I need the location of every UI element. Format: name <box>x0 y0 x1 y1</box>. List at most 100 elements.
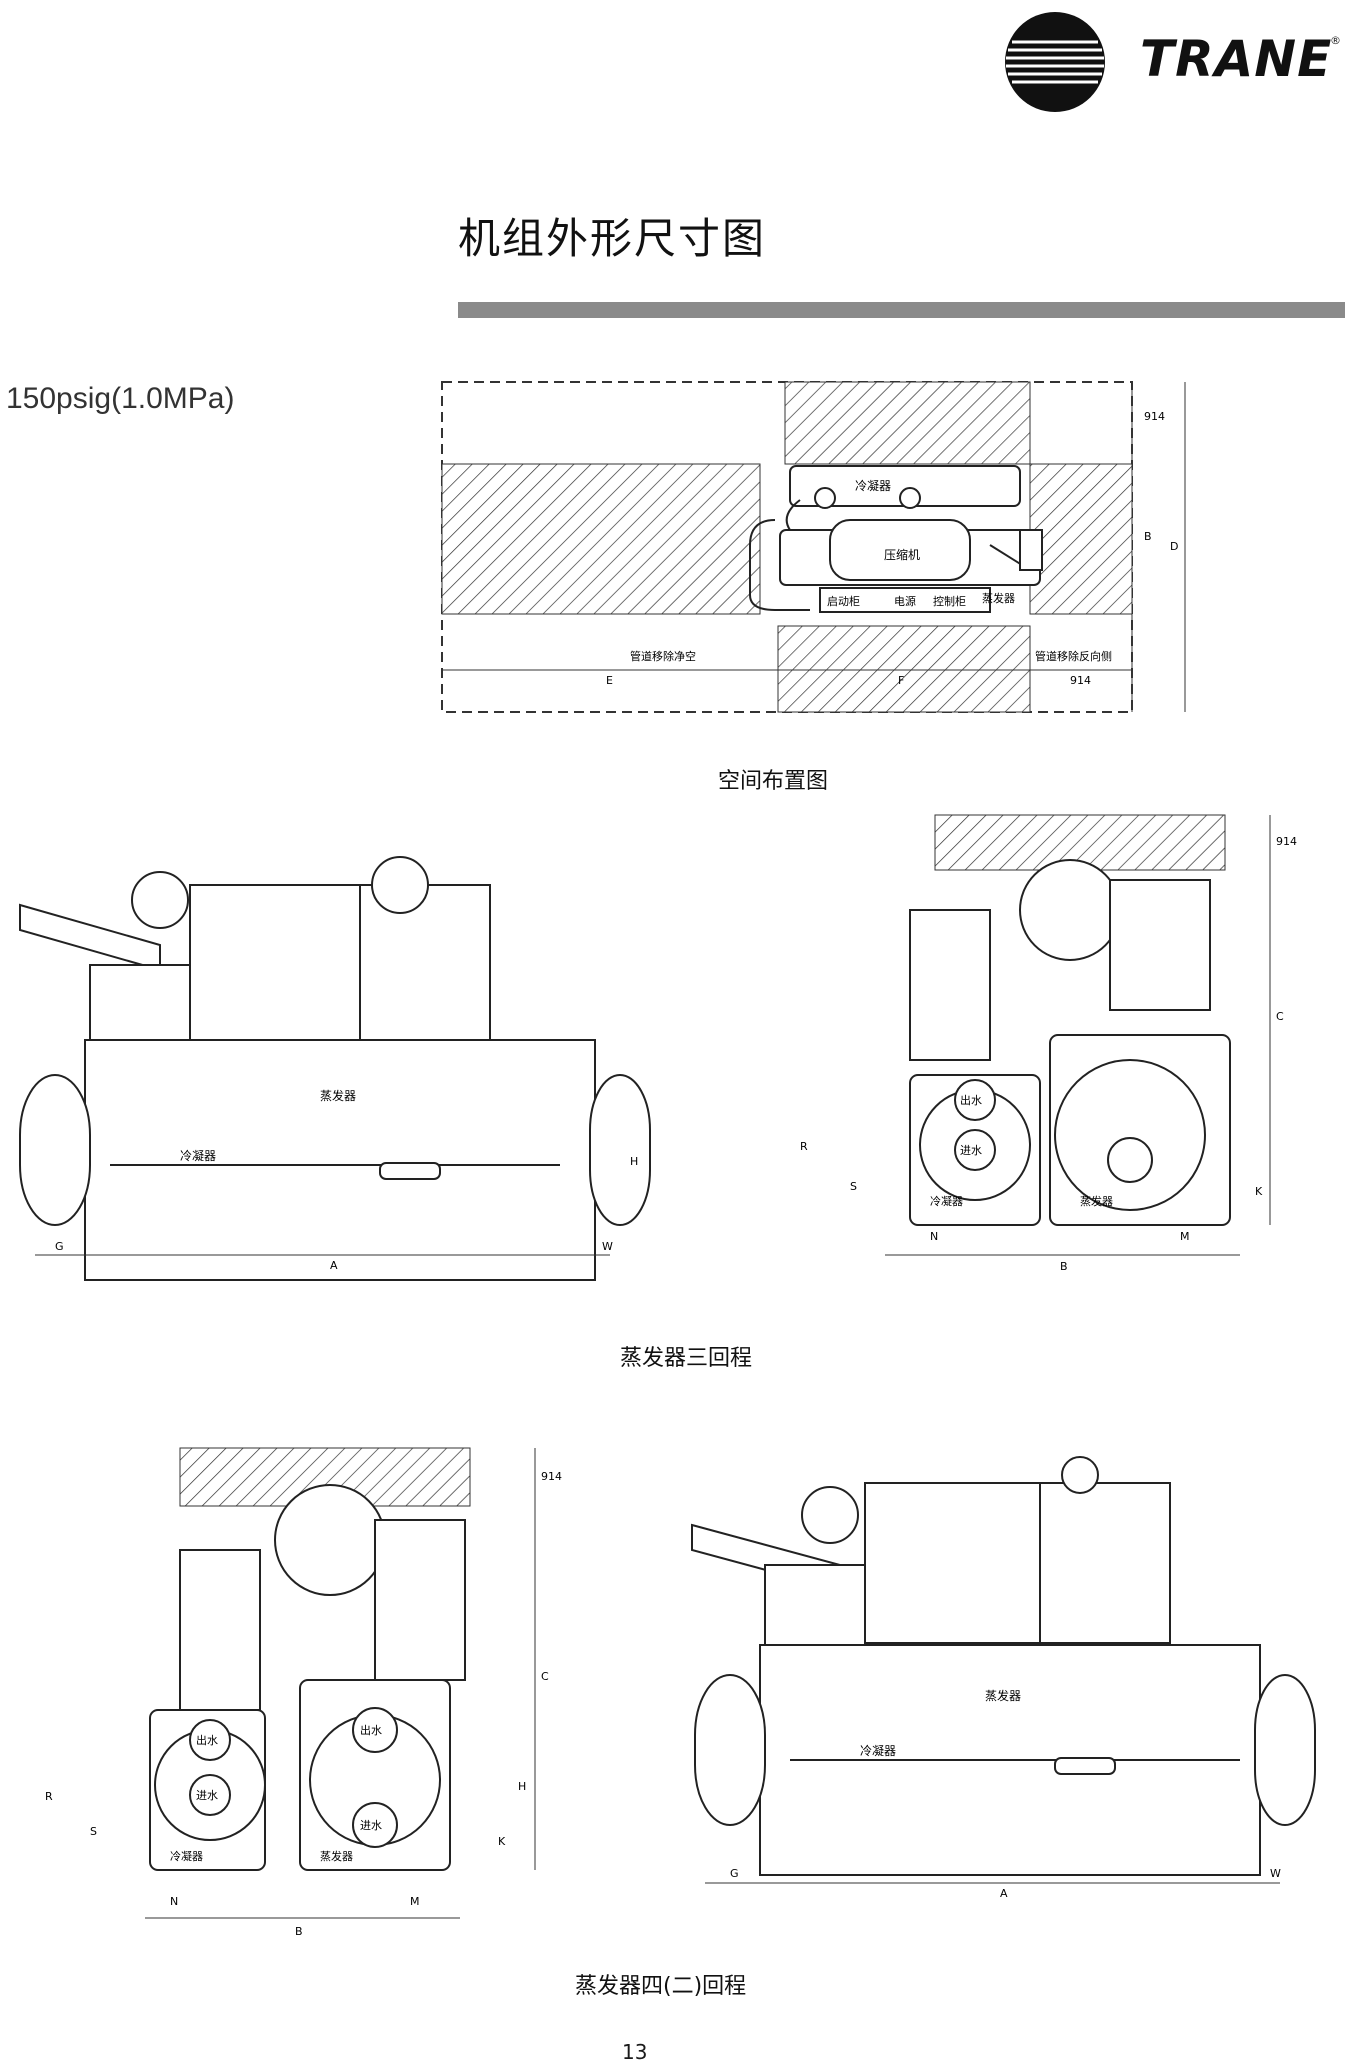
condenser-outlet-nozzle <box>954 1079 996 1121</box>
compressor-block <box>89 964 191 1046</box>
label-compressor: 压缩机 <box>884 547 920 562</box>
dim-b: B <box>1060 1260 1068 1273</box>
clear-zone-left <box>441 463 761 615</box>
label-cond-out: 出水 <box>196 1733 218 1747</box>
label-pipe-reverse: 管道移除反向侧 <box>1035 649 1112 663</box>
caption-four-pass: 蒸发器四(二)回程 <box>575 1974 747 1999</box>
dim-g: G <box>55 1240 64 1253</box>
clear-zone-right <box>1029 463 1133 615</box>
evaporator-outlet-nozzle <box>352 1707 398 1753</box>
dim-k: K <box>498 1835 506 1848</box>
dim-a: A <box>1000 1887 1008 1900</box>
label-condenser: 冷凝器 <box>855 478 891 493</box>
starter-cabinet <box>909 909 991 1061</box>
dim-s: S <box>90 1825 97 1838</box>
control-box <box>1109 879 1211 1011</box>
dim-914-top: 914 <box>1144 410 1165 423</box>
dim-e: E <box>606 674 613 687</box>
label-in-water: 进水 <box>960 1144 982 1157</box>
label-condenser: 冷凝器 <box>170 1849 203 1863</box>
dim-h: H <box>518 1780 526 1793</box>
dim-c: C <box>1276 1010 1284 1023</box>
left-water-box <box>694 1674 766 1826</box>
oil-tank <box>379 1162 441 1180</box>
compressor-block <box>764 1564 866 1646</box>
dim-g: G <box>730 1867 739 1880</box>
side-label-condenser: 冷凝器 <box>180 1148 216 1163</box>
dim-h: H <box>630 1155 638 1168</box>
motor-housing <box>131 871 189 929</box>
caption-three-pass: 蒸发器三回程 <box>620 1346 753 1371</box>
dim-r: R <box>800 1140 808 1153</box>
caption-space-layout: 空间布置图 <box>718 769 829 794</box>
space-layout-drawing: 冷凝器 压缩机 蒸发器 启动柜 电源 控制柜 管道移除净空 管道移除反向侧 E … <box>441 381 1186 713</box>
label-evaporator: 蒸发器 <box>982 591 1015 605</box>
label-out-water: 出水 <box>960 1093 982 1107</box>
dim-f: F <box>898 674 904 687</box>
motor-end <box>274 1484 386 1596</box>
three-pass-end-view: 出水 进水 冷凝器 蒸发器 R S K N M B C 914 <box>800 814 1297 1273</box>
volute-housing <box>371 856 429 914</box>
label-condenser: 冷凝器 <box>930 1194 963 1208</box>
right-water-box <box>1254 1674 1316 1826</box>
left-water-box <box>19 1074 91 1226</box>
label-starter: 启动柜 <box>827 595 860 608</box>
label-evaporator: 蒸发器 <box>320 1849 353 1863</box>
dim-m: M <box>1180 1230 1190 1243</box>
four-pass-side-view: 蒸发器 冷凝器 G A W <box>691 1456 1316 1900</box>
dim-b: B <box>295 1925 303 1938</box>
dim-w: W <box>1270 1867 1281 1880</box>
side-label-condenser: 冷凝器 <box>860 1743 896 1758</box>
dim-d: D <box>1170 540 1178 553</box>
side-label-evaporator: 蒸发器 <box>320 1088 356 1103</box>
label-evap-in: 进水 <box>360 1819 382 1832</box>
evaporator-shell <box>84 1039 596 1281</box>
dim-n: N <box>930 1230 938 1243</box>
dim-914: 914 <box>1276 835 1297 848</box>
control-panel <box>189 884 491 1041</box>
page-title: 机组外形尺寸图 <box>458 214 767 263</box>
clear-zone-bottom <box>777 625 1031 713</box>
dim-914: 914 <box>541 1470 562 1483</box>
evaporator-tubesheet <box>1054 1059 1206 1211</box>
starter-cabinet <box>179 1549 261 1711</box>
four-pass-end-view: 出水 进水 出水 进水 冷凝器 蒸发器 R S H K N M B C 914 <box>45 1447 562 1938</box>
control-box <box>374 1519 466 1681</box>
dim-m: M <box>410 1895 420 1908</box>
dim-n: N <box>170 1895 178 1908</box>
dim-914-bottom: 914 <box>1070 674 1091 687</box>
label-evap-out: 出水 <box>360 1723 382 1737</box>
label-cond-in: 进水 <box>196 1789 218 1802</box>
control-panel <box>864 1482 1171 1644</box>
dim-a: A <box>330 1259 338 1272</box>
brand-logo <box>1000 10 1340 115</box>
condenser-inlet-nozzle <box>954 1129 996 1171</box>
chiller-top-view <box>749 465 1043 613</box>
dim-s: S <box>850 1180 857 1193</box>
clear-zone-top <box>784 381 1031 465</box>
label-power: 电源 <box>894 594 916 608</box>
registered-mark: ® <box>1330 34 1341 47</box>
evaporator-nozzle <box>1107 1137 1153 1183</box>
label-control: 控制柜 <box>933 594 966 608</box>
motor-housing <box>801 1486 859 1544</box>
condenser-outlet-nozzle <box>189 1719 231 1761</box>
pressure-rating: 150psig(1.0MPa) <box>6 382 235 415</box>
condenser-inlet-nozzle <box>189 1774 231 1816</box>
volute-housing <box>1061 1456 1099 1494</box>
right-water-box <box>589 1074 651 1226</box>
dim-w: W <box>602 1240 613 1253</box>
label-evaporator: 蒸发器 <box>1080 1194 1113 1208</box>
dim-k: K <box>1255 1185 1263 1198</box>
evaporator-inlet-nozzle <box>352 1802 398 1848</box>
title-divider-bar <box>458 302 1345 318</box>
dim-r: R <box>45 1790 53 1803</box>
trane-globe-logo-icon <box>1005 12 1105 112</box>
side-label-evaporator: 蒸发器 <box>985 1688 1021 1703</box>
motor-end <box>1019 859 1121 961</box>
label-pipe-clear: 管道移除净空 <box>630 649 696 663</box>
page-number: 13 <box>622 2040 648 2064</box>
brand-name: TRANE <box>1140 30 1333 88</box>
oil-tank <box>1054 1757 1116 1775</box>
dim-b: B <box>1144 530 1152 543</box>
